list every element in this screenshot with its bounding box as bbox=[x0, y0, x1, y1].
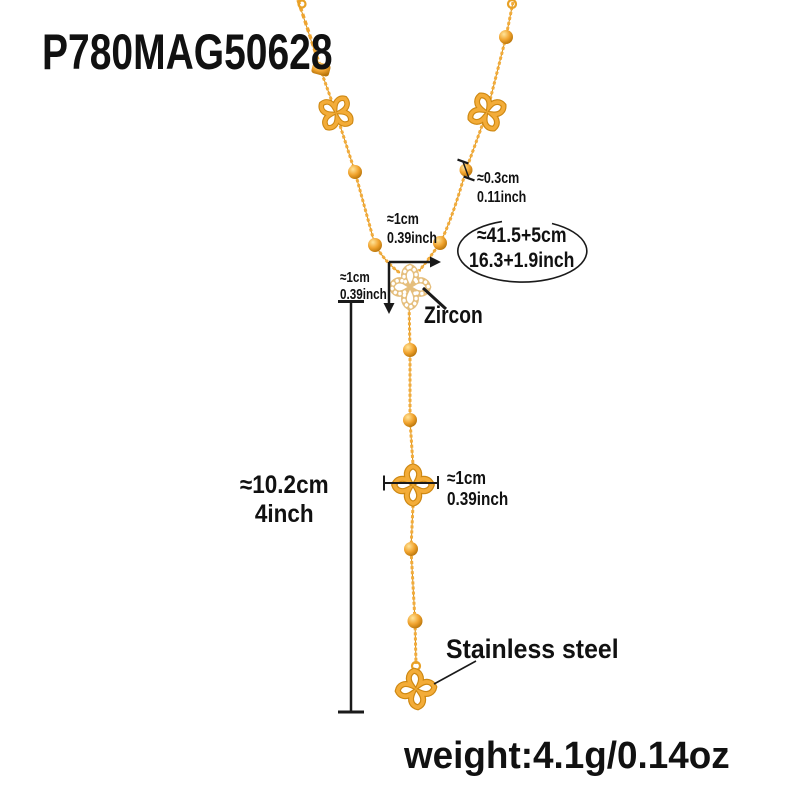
bead-size-ticks bbox=[457, 158, 475, 182]
material-pointer-line bbox=[433, 660, 477, 685]
pendant-width-cm: ≈1cm bbox=[387, 211, 419, 228]
zircon-label-text: Zircon bbox=[424, 302, 483, 329]
pendant-height-inch: 0.39inch bbox=[340, 286, 387, 304]
clover-charm-left bbox=[313, 90, 360, 137]
clover-charm-right bbox=[464, 89, 510, 135]
gold-bead bbox=[348, 165, 362, 179]
clasp-ring-top-left bbox=[297, 0, 307, 9]
bead-size-label: ≈0.3cm 0.11inch bbox=[477, 170, 540, 207]
product-weight-text: weight:4.1g/0.14oz bbox=[404, 735, 730, 777]
pendant-width-inch: 0.39inch bbox=[387, 229, 437, 247]
drop-chain bbox=[407, 301, 418, 665]
drop-measure-line bbox=[338, 300, 364, 714]
product-code-text: P780MAG50628 bbox=[42, 24, 333, 80]
gold-bead bbox=[407, 613, 423, 629]
length-ellipse bbox=[457, 220, 588, 283]
height-arrow bbox=[383, 262, 395, 314]
zircon-pointer-line bbox=[421, 286, 448, 311]
bead-size-inch: 0.11inch bbox=[477, 188, 527, 206]
product-weight: weight:4.1g/0.14oz bbox=[404, 734, 740, 778]
pendant-height-cm: ≈1cm bbox=[340, 269, 370, 286]
left-chain bbox=[296, 0, 401, 275]
gold-bead bbox=[499, 30, 513, 44]
clover-measure-line bbox=[383, 475, 439, 491]
chain-length-cm: ≈41.5+5cm bbox=[477, 224, 567, 247]
clover-charm-middle bbox=[394, 466, 431, 503]
clover-charm-bottom bbox=[396, 669, 436, 709]
drop-length-cm: ≈10.2cm bbox=[239, 471, 329, 499]
drop-length-label: ≈10.2cm 4inch bbox=[204, 471, 364, 529]
gold-bead bbox=[403, 343, 417, 357]
pendant-width-label: ≈1cm 0.39inch bbox=[387, 211, 451, 248]
chain-length-inch: 16.3+1.9inch bbox=[469, 248, 575, 272]
clover-width-inch: 0.39inch bbox=[447, 488, 509, 509]
gold-bead bbox=[433, 236, 447, 250]
gold-bead bbox=[403, 413, 417, 427]
gold-bead bbox=[404, 542, 418, 556]
clover-width-cm: ≈1cm bbox=[447, 468, 487, 488]
clover-width-label: ≈1cm 0.39inch bbox=[447, 468, 519, 510]
chain-length-label: ≈41.5+5cm 16.3+1.9inch bbox=[432, 224, 612, 274]
chain-rondelle bbox=[311, 61, 331, 77]
material-label: Stainless steel bbox=[446, 634, 634, 665]
gold-bead bbox=[368, 238, 382, 252]
product-code: P780MAG50628 bbox=[42, 27, 414, 77]
clasp-ring-top-right bbox=[506, 0, 518, 10]
bead-size-cm: ≈0.3cm bbox=[477, 170, 520, 187]
drop-length-inch: 4inch bbox=[254, 499, 314, 528]
zircon-label: Zircon bbox=[424, 302, 497, 330]
width-arrow bbox=[389, 256, 441, 268]
pendant-height-label: ≈1cm 0.39inch bbox=[340, 269, 400, 304]
material-label-text: Stainless steel bbox=[446, 634, 619, 664]
